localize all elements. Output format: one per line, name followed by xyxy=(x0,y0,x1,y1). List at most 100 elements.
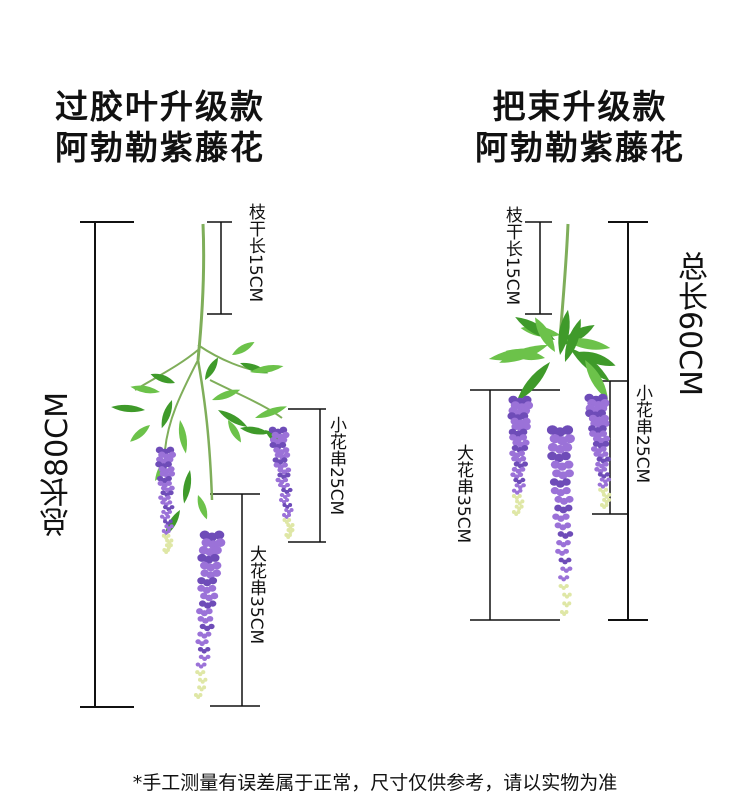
flower-petal xyxy=(205,608,213,615)
flower-petal xyxy=(561,577,567,582)
flower-petal xyxy=(562,442,573,452)
flower-petal xyxy=(285,505,290,509)
flower-petal xyxy=(282,447,290,453)
flower-petal xyxy=(562,487,571,495)
flower-petal xyxy=(167,509,173,514)
flower-petal xyxy=(600,446,607,452)
flower-petal xyxy=(208,577,218,585)
leaf xyxy=(161,400,173,429)
flower-petal xyxy=(283,452,291,458)
flower-petal xyxy=(288,503,293,507)
flower-petal xyxy=(287,533,292,537)
flower-petal xyxy=(602,435,611,442)
flower-petal xyxy=(285,467,292,473)
flower-petal xyxy=(279,493,285,497)
flower-petal xyxy=(516,510,521,514)
flower-petal xyxy=(564,460,574,469)
flower-petal xyxy=(562,513,570,520)
flower-petal xyxy=(168,451,177,459)
flower-petal xyxy=(522,439,530,446)
flower-petal xyxy=(563,548,569,554)
flower-petal xyxy=(520,477,526,483)
left-large-cluster-marker xyxy=(210,493,260,707)
leaf xyxy=(212,389,241,401)
left-wisteria-illustration xyxy=(111,223,295,699)
flower-petal xyxy=(604,456,611,462)
flower-petal xyxy=(601,489,606,494)
flower-petal xyxy=(517,485,523,490)
leaf xyxy=(516,362,550,402)
leaf xyxy=(111,404,145,413)
flower-petal xyxy=(279,426,288,434)
right-large-cluster-label: 大花串35CM xyxy=(453,444,473,544)
flower-petal xyxy=(290,528,295,532)
flower-petal xyxy=(210,553,220,562)
flower-petal xyxy=(198,654,204,660)
flower-petal xyxy=(604,503,609,507)
flower-petal xyxy=(511,494,516,498)
disclaimer-footnote: *手工测量有误差属于正常，尺寸仅供参考，请以实物为准 xyxy=(132,772,618,794)
left-branch-length-marker xyxy=(207,221,232,315)
flower-petal xyxy=(522,461,529,467)
flower-petal xyxy=(198,672,203,677)
flower-petal xyxy=(564,434,575,444)
right-total-length-label: 总长60CM xyxy=(672,251,707,397)
flower-petal xyxy=(603,482,609,487)
flower-petal xyxy=(514,483,520,488)
flower-petal xyxy=(215,538,226,547)
flower-petal xyxy=(560,451,571,461)
flower-petal xyxy=(166,533,171,538)
flower-petal xyxy=(522,423,531,431)
flower-petal xyxy=(564,584,569,588)
flower-petal xyxy=(203,677,208,682)
flower-petal xyxy=(165,495,171,500)
flower-petal xyxy=(599,430,608,437)
flower-petal xyxy=(202,662,207,667)
flower-petal xyxy=(599,477,605,482)
flower-petal xyxy=(206,615,214,622)
flower-petal xyxy=(281,500,287,504)
leaf xyxy=(205,357,218,380)
flower-petal xyxy=(517,494,522,498)
left-branch-length-label: 枝干长15CM xyxy=(245,203,265,303)
flower-petal xyxy=(282,495,288,499)
leaf xyxy=(232,342,255,355)
flower-petal xyxy=(164,461,172,468)
flower-petal xyxy=(198,693,203,697)
flower-petal xyxy=(603,479,608,484)
right-total-length-marker xyxy=(608,221,648,621)
leaf xyxy=(255,406,287,419)
flower-petal xyxy=(284,498,290,502)
flower-petal xyxy=(603,461,609,467)
right-branch-length-marker xyxy=(525,221,552,315)
flower-petal xyxy=(169,524,174,529)
flower-petal xyxy=(519,434,528,441)
flower-petal xyxy=(165,548,170,552)
flower-petal xyxy=(209,600,217,607)
flower-petal xyxy=(567,601,572,606)
flower-petal xyxy=(521,445,529,451)
flower-petal xyxy=(214,530,225,540)
flower-petal xyxy=(286,493,291,497)
flower-petal xyxy=(212,546,222,555)
flower-petal xyxy=(562,592,567,597)
right-title-line2: 阿勃勒紫藤花 xyxy=(475,128,685,167)
flower-petal xyxy=(205,631,212,637)
leaf xyxy=(585,360,608,400)
flower-petal xyxy=(603,487,609,492)
flower-petal xyxy=(519,428,528,436)
flower-petal xyxy=(282,503,287,507)
flower-petal xyxy=(599,425,607,432)
flower-petal xyxy=(566,531,574,537)
flower-petal xyxy=(282,477,289,483)
flower-petal xyxy=(564,575,570,580)
flower-petal xyxy=(169,485,175,491)
flower-petal xyxy=(562,478,571,486)
leaf xyxy=(130,385,160,394)
leaf xyxy=(558,309,570,355)
flower-petal xyxy=(278,498,284,502)
flower-petal xyxy=(561,586,566,590)
left-title-line1: 过胶叶升级款 xyxy=(55,87,265,126)
